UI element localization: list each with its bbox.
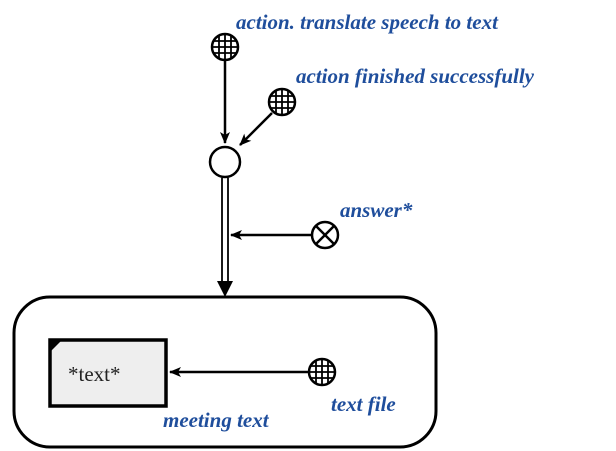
junction-circle-icon bbox=[208, 145, 242, 179]
junction-to-container-double-arrow bbox=[217, 178, 233, 297]
translate-source-icon bbox=[210, 32, 240, 62]
finished-to-junction-arrow bbox=[239, 112, 273, 146]
label-meeting-text: meeting text bbox=[163, 408, 269, 432]
text-file-source-icon bbox=[307, 357, 337, 387]
label-action-translate: action. translate speech to text bbox=[236, 10, 498, 34]
label-answer: answer* bbox=[340, 198, 413, 222]
answer-circle-x-icon bbox=[310, 220, 340, 250]
label-action-finished: action finished successfully bbox=[296, 64, 535, 88]
document-text-content: *text* bbox=[68, 362, 121, 386]
finished-source-icon bbox=[267, 87, 297, 117]
label-text-file: text file bbox=[331, 392, 396, 416]
meeting-text-document bbox=[48, 338, 168, 408]
